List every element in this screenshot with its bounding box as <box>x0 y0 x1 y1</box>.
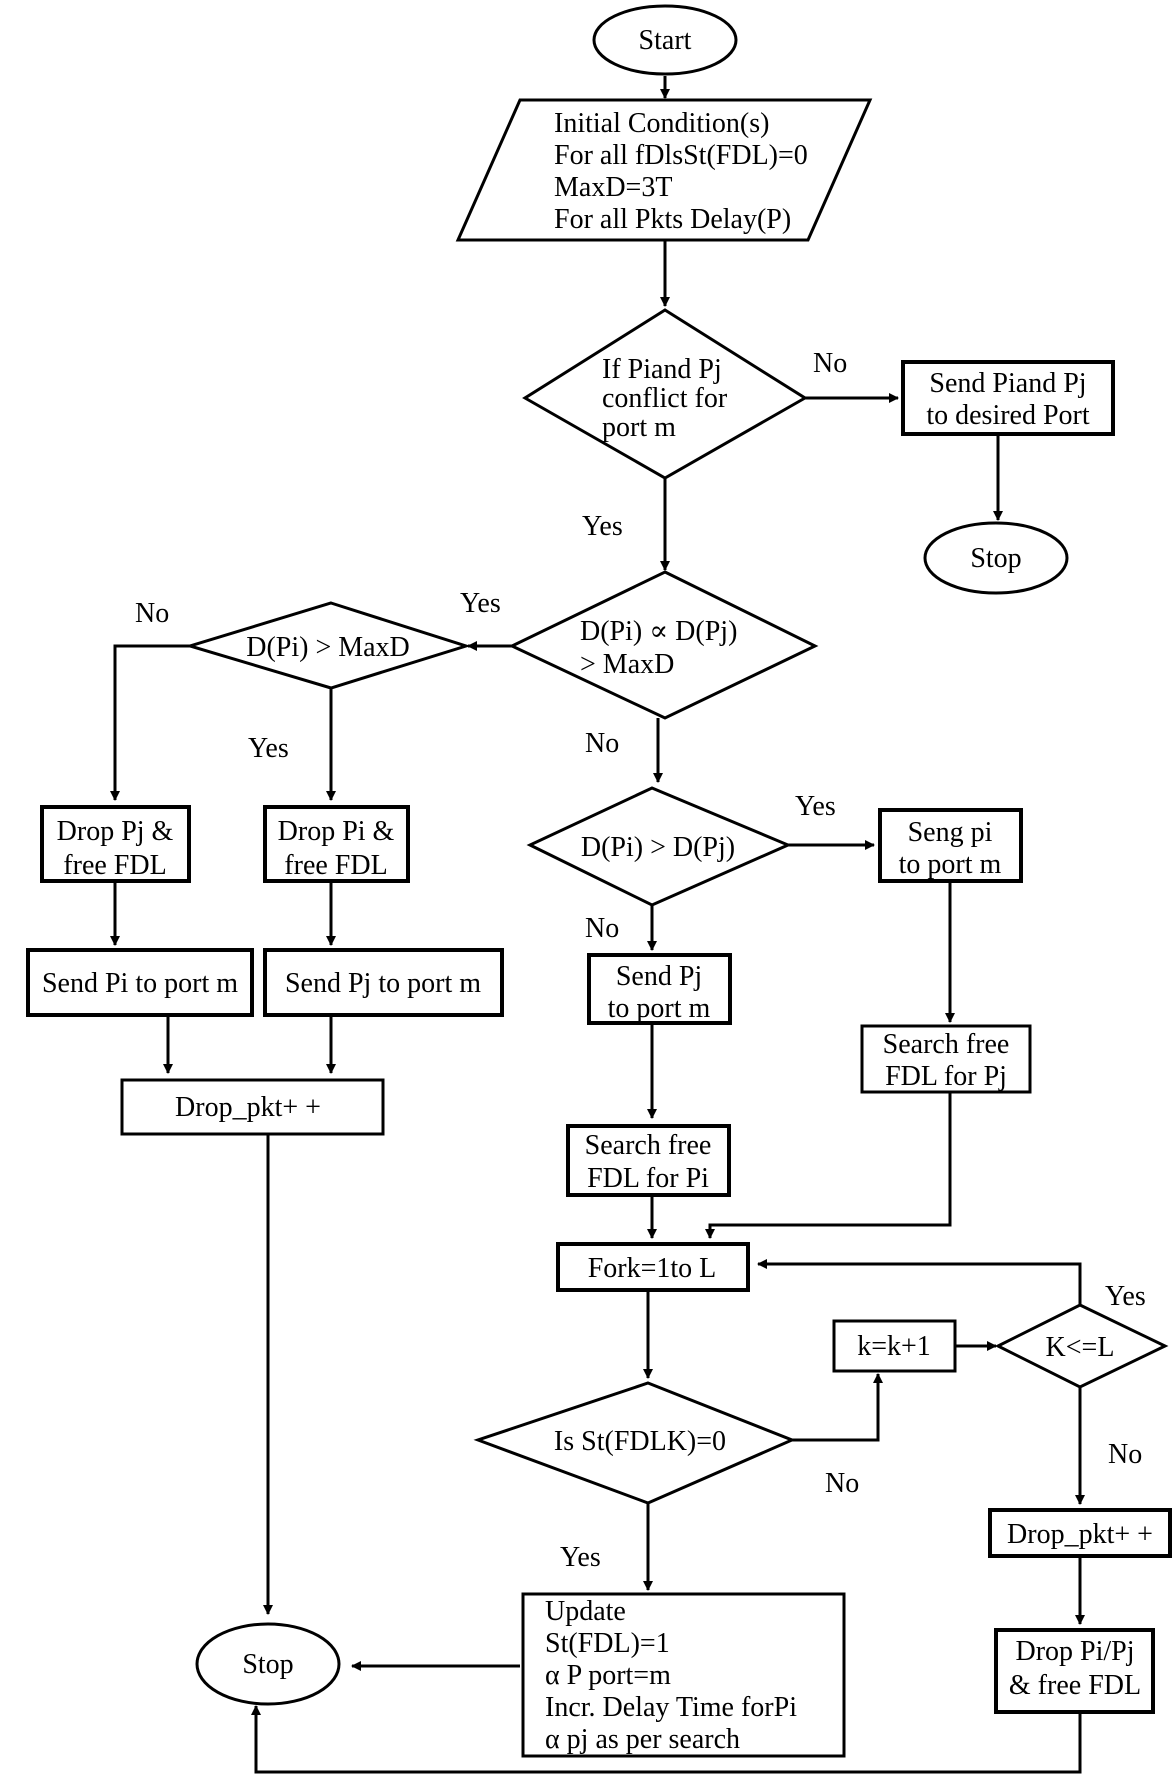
stop-bottom-node: Stop <box>195 1622 341 1706</box>
drop-pkt-right-node: Drop_pkt+ + <box>988 1508 1172 1558</box>
arrow-kle-fork <box>757 1259 1082 1305</box>
svg-text:Stop: Stop <box>242 1649 293 1680</box>
label-yes-kle: Yes <box>1105 1281 1146 1312</box>
update-node: Update St(FDL)=1 α P port=m Incr. Delay … <box>521 1592 846 1758</box>
svg-text:D(Pi) > MaxD: D(Pi) > MaxD <box>246 632 410 663</box>
start-node: Start <box>592 4 738 76</box>
svg-text:Search free: Search free <box>883 1029 1010 1060</box>
svg-text:Drop_pkt+ +: Drop_pkt+ + <box>175 1092 321 1123</box>
svg-text:Send Pj to port m: Send Pj to port m <box>285 968 481 999</box>
label-yes-dcomp: Yes <box>460 588 501 619</box>
dpi-dpj-decision: D(Pi) > D(Pj) <box>526 786 792 907</box>
svg-text:Search free: Search free <box>585 1130 712 1161</box>
svg-text:to desired Port: to desired Port <box>926 400 1090 431</box>
svg-text:> MaxD: > MaxD <box>580 649 674 680</box>
svg-text:Is St(FDLK)=0: Is St(FDLK)=0 <box>554 1426 726 1457</box>
label-yes-dpimaxd: Yes <box>248 733 289 764</box>
initial-condition-node: Initial Condition(s) For all fDlsSt(FDL)… <box>455 98 873 242</box>
send-pj-node: Send Pj to port m <box>587 953 732 1025</box>
k-le-l-decision: K<=L <box>994 1303 1169 1389</box>
svg-text:to port m: to port m <box>608 993 711 1024</box>
stop-top-node: Stop <box>923 521 1069 595</box>
drop-pipj-node: Drop Pi/Pj & free FDL <box>994 1628 1155 1714</box>
label-no-dpidpj: No <box>585 913 619 944</box>
edge-labels: No Yes Yes No No Yes Yes No Yes No No Ye… <box>135 348 1146 1573</box>
svg-text:Update: Update <box>545 1596 626 1627</box>
svg-text:MaxD=3T: MaxD=3T <box>554 172 672 203</box>
k-increment-node: k=k+1 <box>832 1319 957 1373</box>
svg-text:Send Piand Pj: Send Piand Pj <box>929 368 1086 399</box>
svg-text:K<=L: K<=L <box>1046 1332 1115 1363</box>
label-no-dpimaxd: No <box>135 598 169 629</box>
svg-text:Incr. Delay Time forPi: Incr. Delay Time forPi <box>545 1692 797 1723</box>
svg-text:Drop Pi &: Drop Pi & <box>278 816 395 847</box>
svg-text:For all Pkts Delay(P): For all Pkts Delay(P) <box>554 204 791 235</box>
for-loop-node: Fork=1to L <box>556 1242 750 1292</box>
fdl-status-decision: Is St(FDLK)=0 <box>473 1381 796 1505</box>
label-no-kle: No <box>1108 1439 1142 1470</box>
svg-text:Send Pj: Send Pj <box>616 961 702 992</box>
svg-text:Fork=1to L: Fork=1to L <box>588 1253 717 1284</box>
search-fdl-pi-node: Search free FDL for Pi <box>566 1124 731 1197</box>
conflict-decision: If Piand Pj conflict for port m <box>522 308 808 480</box>
label-no-dcomp: No <box>585 728 619 759</box>
svg-text:k=k+1: k=k+1 <box>857 1331 931 1362</box>
svg-text:For all fDlsSt(FDL)=0: For all fDlsSt(FDL)=0 <box>554 140 808 171</box>
svg-text:If Piand Pj: If Piand Pj <box>602 354 722 385</box>
drop-pj-node: Drop Pj & free FDL <box>40 805 191 883</box>
label-yes-conflict: Yes <box>582 511 623 542</box>
send-desired-port-node: Send Piand Pj to desired Port <box>901 360 1115 436</box>
seng-pi-node: Seng pi to port m <box>878 808 1023 883</box>
svg-text:Stop: Stop <box>970 543 1021 574</box>
svg-text:port m: port m <box>602 412 676 443</box>
arrow-searchpj-fork <box>705 1092 952 1239</box>
svg-text:D(Pi) > D(Pj): D(Pi) > D(Pj) <box>581 832 735 863</box>
svg-text:Start: Start <box>639 25 692 56</box>
drop-pkt-left-node: Drop_pkt+ + <box>120 1078 385 1136</box>
label-yes-isst: Yes <box>560 1542 601 1573</box>
svg-text:Initial Condition(s): Initial Condition(s) <box>554 108 769 139</box>
svg-text:to port m: to port m <box>899 849 1002 880</box>
drop-pi-node: Drop Pi & free FDL <box>263 805 410 883</box>
search-fdl-pj-node: Search free FDL for Pj <box>860 1024 1032 1094</box>
svg-text:Seng pi: Seng pi <box>908 817 993 848</box>
svg-text:α pj as per search: α pj as per search <box>545 1724 740 1755</box>
svg-text:FDL for Pj: FDL for Pj <box>885 1061 1007 1092</box>
svg-text:Drop Pj &: Drop Pj & <box>57 816 174 847</box>
delay-compare-decision: D(Pi) ∝ D(Pj) > MaxD <box>508 570 819 720</box>
label-yes-dpidpj: Yes <box>795 791 836 822</box>
arrow-droppipj-stop <box>251 1705 1082 1774</box>
send-pj-port-m-node: Send Pj to port m <box>263 948 504 1017</box>
send-pi-port-m-node: Send Pi to port m <box>26 948 254 1017</box>
svg-text:& free FDL: & free FDL <box>1009 1670 1141 1701</box>
svg-text:free FDL: free FDL <box>284 850 387 881</box>
svg-text:Drop_pkt+ +: Drop_pkt+ + <box>1007 1519 1153 1550</box>
svg-text:free FDL: free FDL <box>63 850 166 881</box>
connectors <box>110 76 1085 1774</box>
arrow-isst-kinc <box>792 1373 883 1442</box>
label-no-conflict: No <box>813 348 847 379</box>
arrow-dpimaxd-droppj <box>110 644 190 801</box>
svg-text:St(FDL)=1: St(FDL)=1 <box>545 1628 670 1659</box>
svg-text:Send Pi to port m: Send Pi to port m <box>42 968 238 999</box>
label-no-isst: No <box>825 1468 859 1499</box>
svg-text:FDL for Pi: FDL for Pi <box>587 1163 709 1194</box>
svg-text:Drop Pi/Pj: Drop Pi/Pj <box>1015 1636 1134 1667</box>
svg-text:conflict for: conflict for <box>602 383 728 414</box>
svg-text:α P port=m: α P port=m <box>545 1660 671 1691</box>
dpi-maxd-decision: D(Pi) > MaxD <box>184 601 471 690</box>
svg-text:D(Pi) ∝ D(Pj): D(Pi) ∝ D(Pj) <box>580 616 737 647</box>
